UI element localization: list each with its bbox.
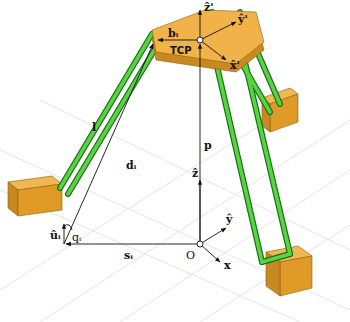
vectors	[64, 10, 236, 262]
origin-label: O	[186, 250, 195, 261]
axis-label: ẑ	[192, 168, 198, 179]
axis-label: ŷ	[226, 214, 232, 225]
vector-label: bᵢ	[168, 28, 178, 39]
tcp-point	[197, 37, 203, 43]
axis-label: x	[224, 260, 231, 271]
axis-label: ûᵢ	[50, 230, 61, 241]
angle-label: qᵢ	[72, 232, 81, 243]
link-label: l	[92, 122, 96, 133]
axis-label: x̂'	[230, 60, 240, 71]
parallelogram-arms	[60, 12, 290, 262]
moving-platform	[152, 10, 264, 72]
vector-label: sᵢ	[124, 250, 133, 261]
base-block	[8, 176, 62, 216]
vector-label: dᵢ	[126, 160, 136, 171]
axis-label: ŷ'	[238, 14, 248, 25]
floor-grid	[0, 100, 350, 322]
point-label: TCP	[170, 46, 192, 56]
vector-label: p	[204, 140, 212, 151]
origin-point	[197, 241, 203, 247]
axis-label: ẑ'	[204, 2, 214, 13]
